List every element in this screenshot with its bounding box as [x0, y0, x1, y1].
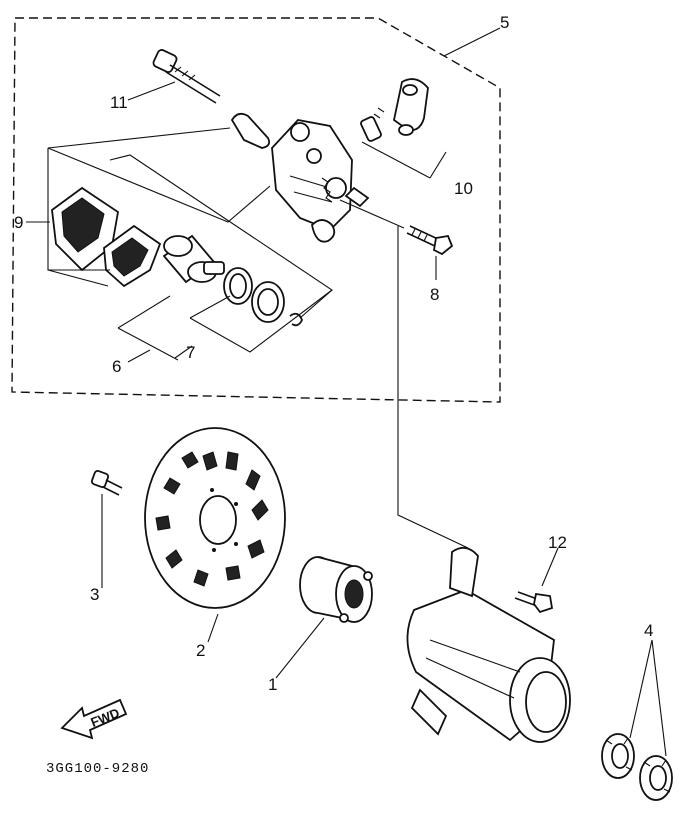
diagram-code: 3GG100-9280 [46, 761, 149, 777]
callout-3: 3 [90, 585, 99, 604]
bolt-8 [406, 225, 454, 256]
bolt-11 [152, 49, 221, 104]
callout-10: 10 [454, 179, 473, 198]
lock-nut-4b [639, 755, 673, 801]
callout-4: 4 [644, 621, 653, 640]
caliper-to-housing-leader [397, 226, 469, 549]
callout-6: 6 [112, 357, 121, 376]
callout-1: 1 [268, 675, 277, 694]
callout-2: 2 [196, 641, 205, 660]
caliper-bracket-10 [392, 78, 429, 136]
caliper-piston [162, 234, 225, 284]
fwd-arrow-icon: FWD [60, 698, 128, 740]
dust-seal-7 [251, 281, 285, 323]
pad-support-clip [230, 112, 271, 149]
piston-seal-7 [223, 267, 253, 305]
disc-hub [299, 556, 373, 623]
callout-12: 12 [548, 533, 567, 552]
axle-housing [406, 546, 571, 743]
seal-clip [289, 312, 303, 327]
brake-pad-9b [103, 224, 162, 288]
brake-disc [144, 427, 286, 609]
fwd-label: FWD [88, 705, 121, 730]
callout-9: 9 [14, 213, 23, 232]
caliper-assembly-boundary [11, 17, 501, 403]
caliper-leader-lines [26, 127, 447, 361]
callout-7: 7 [186, 343, 195, 362]
bleed-screw [360, 107, 385, 142]
callout-5: 5 [500, 13, 509, 32]
brake-pad-9a [51, 186, 119, 272]
callout-8: 8 [430, 285, 439, 304]
bolt-12 [514, 591, 554, 614]
callout-leader-lines [101, 27, 667, 757]
bolt-3 [90, 469, 123, 496]
caliper-body [271, 119, 370, 243]
callout-11: 11 [110, 93, 128, 112]
lock-nut-4a [601, 733, 635, 779]
